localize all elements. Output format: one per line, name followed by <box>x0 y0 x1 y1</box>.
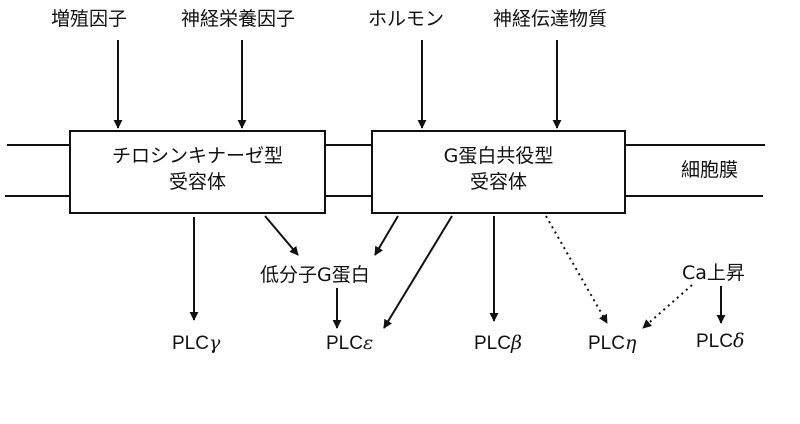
rtk-line2: 受容体 <box>168 171 226 193</box>
gpcr-receptor-label: G蛋白共役型 受容体 <box>374 143 623 195</box>
plc-delta-greek: δ <box>732 330 745 352</box>
plc-gamma-label: PLCγ <box>172 332 220 355</box>
plc-eta-label: PLCη <box>588 332 636 355</box>
plc-eta-greek: η <box>624 332 637 354</box>
plc-eta-prefix: PLC <box>588 333 625 354</box>
membrane-label: 細胞膜 <box>681 159 739 181</box>
plc-delta-label: PLCδ <box>696 330 744 353</box>
arrow-rtk-to-small-g <box>264 215 299 256</box>
rtk-line1: チロシンキナーゼ型 <box>111 145 283 167</box>
plc-beta-label: PLCβ <box>474 332 522 355</box>
plc-gamma-prefix: PLC <box>172 333 209 354</box>
rtk-receptor-box <box>69 130 326 214</box>
rtk-receptor-label: チロシンキナーゼ型 受容体 <box>72 143 323 195</box>
plc-epsilon-prefix: PLC <box>326 333 363 354</box>
input-growth-factor: 増殖因子 <box>51 8 128 30</box>
arrow-gpcr-to-small-g <box>374 215 399 256</box>
plc-gamma-greek: γ <box>208 332 221 354</box>
small-g-protein-label: 低分子G蛋白 <box>260 264 370 286</box>
gpcr-line2: 受容体 <box>469 171 527 193</box>
arrow-gpcr-to-plc-epsilon <box>383 215 453 329</box>
input-neurotrophic-factor: 神経栄養因子 <box>181 8 296 30</box>
input-hormone: ホルモン <box>368 8 445 30</box>
ca-rise-label: Ca上昇 <box>682 262 745 284</box>
plc-beta-greek: β <box>510 332 522 354</box>
plc-epsilon-label: PLCε <box>326 332 373 355</box>
gpcr-receptor-box <box>371 130 626 214</box>
plc-epsilon-greek: ε <box>362 332 374 354</box>
input-neurotransmitter: 神経伝達物質 <box>493 8 608 30</box>
plc-beta-prefix: PLC <box>474 333 511 354</box>
arrow-ca-to-plc-eta-dotted <box>642 284 693 329</box>
gpcr-line1: G蛋白共役型 <box>443 145 554 167</box>
arrow-gpcr-to-plc-eta-dotted <box>545 215 608 324</box>
cell-membrane <box>5 144 765 197</box>
plc-delta-prefix: PLC <box>696 331 733 352</box>
